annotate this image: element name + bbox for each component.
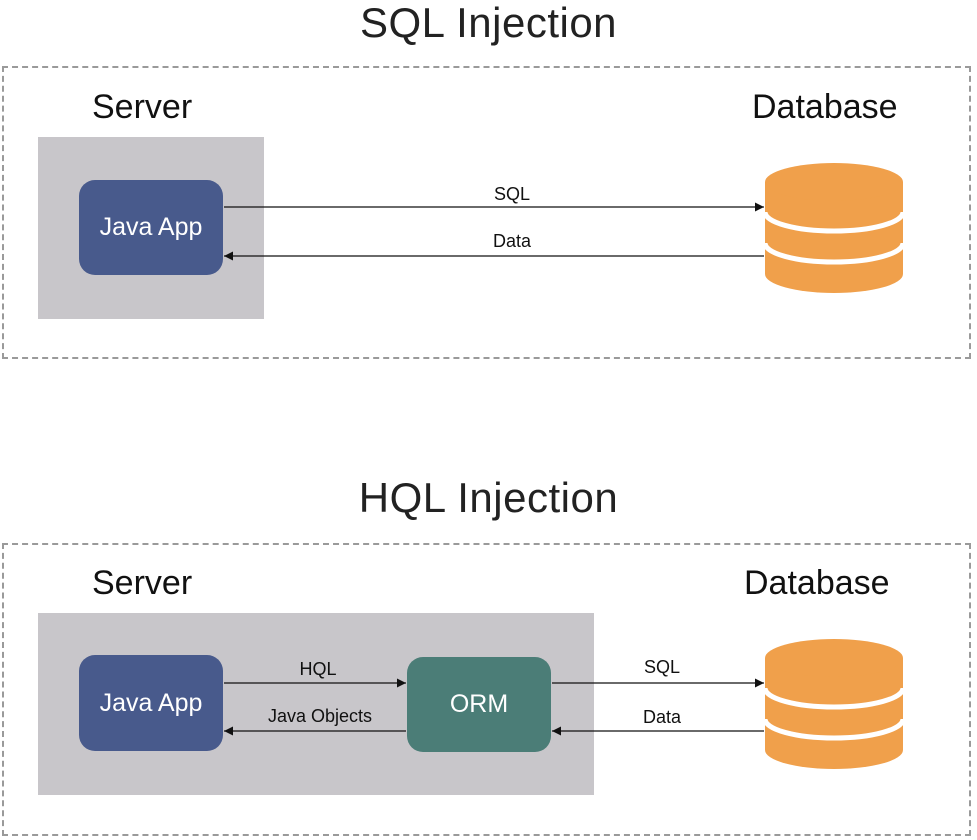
hql-java-app-label: Java App	[99, 688, 203, 717]
hql-database-label: Database	[744, 564, 890, 602]
sql-database-icon	[762, 163, 906, 293]
sql-server-label: Server	[92, 88, 193, 126]
orm-node: ORM	[407, 657, 551, 752]
sql-injection-title: SQL Injection	[359, 0, 618, 46]
hql-sql-label: SQL	[643, 657, 681, 677]
orm-label: ORM	[449, 690, 509, 718]
sql-request-label: SQL	[493, 184, 531, 204]
java-objects-label: Java Objects	[267, 706, 373, 726]
hql-data-label: Data	[642, 707, 682, 727]
hql-injection-title: HQL Injection	[358, 474, 619, 521]
hql-java-app-node: Java App	[79, 655, 223, 751]
hql-request-label: HQL	[299, 659, 337, 679]
sql-java-app-node: Java App	[79, 180, 223, 275]
hql-injection-panel	[2, 543, 971, 836]
hql-database-icon	[762, 639, 906, 769]
sql-java-app-label: Java App	[99, 213, 203, 241]
sql-database-label: Database	[752, 88, 898, 126]
sql-response-label: Data	[492, 231, 532, 251]
sql-injection-panel	[2, 66, 971, 359]
hql-server-label: Server	[92, 564, 193, 602]
